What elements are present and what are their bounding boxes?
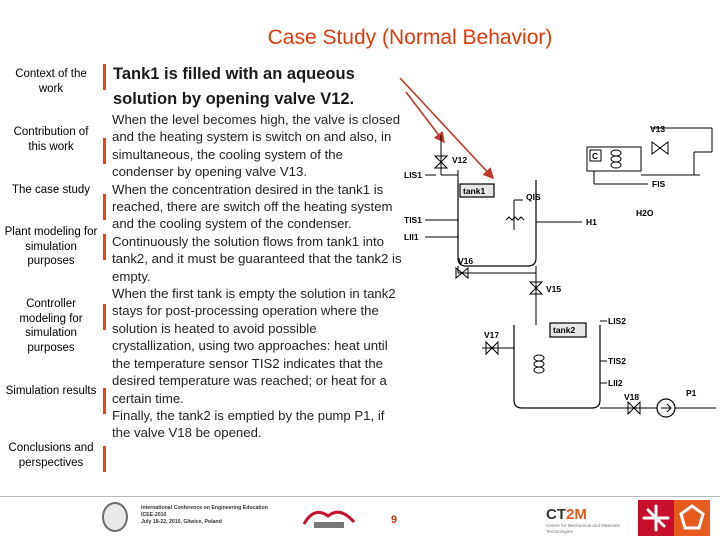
body-paragraph: When the first tank is empty the solutio…: [112, 286, 396, 406]
tank1-label-box: [459, 183, 495, 198]
section-navigation: Context of the work Contribution of this…: [0, 0, 100, 540]
section-divider: [103, 58, 106, 498]
pointer-arrow-left: [405, 91, 445, 144]
label-tis1: TIS1: [404, 215, 422, 225]
label-lis2: LIS2: [608, 316, 626, 326]
label-lii2: LII2: [608, 378, 623, 388]
divider-marker: [103, 64, 106, 90]
label-v16: V16: [458, 256, 473, 266]
nav-item-case-study[interactable]: The case study: [12, 184, 90, 196]
nav-item-contribution[interactable]: Contribution of this work: [13, 126, 89, 153]
label-lis1: LIS1: [404, 170, 422, 180]
nav-item-controller-modeling[interactable]: Controller modeling for simulation purpo…: [19, 298, 83, 354]
body-paragraph: When the level becomes high, the valve i…: [112, 112, 401, 180]
university-logo-icon: [638, 500, 710, 536]
valve-v16-icon: [455, 266, 469, 280]
pointer-arrow-right: [399, 77, 495, 180]
nav-item-conclusions[interactable]: Conclusions and perspectives: [8, 442, 94, 469]
slide-title: Case Study (Normal Behavior): [267, 26, 553, 49]
label-v15: V15: [546, 284, 561, 294]
divider-marker: [103, 304, 106, 330]
valve-v17-icon: [485, 340, 499, 356]
label-v12: V12: [452, 155, 467, 165]
valve-v18-icon: [627, 400, 641, 416]
conference-info: International Conference on Engineering …: [141, 505, 291, 526]
conference-dates: July 18-22, 2010, Gliwice, Poland: [141, 519, 222, 525]
divider-marker: [103, 388, 106, 414]
label-v17: V17: [484, 330, 499, 340]
ct2m-mark-a: CT: [546, 506, 566, 523]
body-paragraph: When the concentration desired in the ta…: [112, 181, 393, 232]
coil-icon: [533, 354, 545, 374]
condenser-c-box: [589, 149, 602, 162]
label-p1: P1: [686, 388, 697, 398]
process-diagram: V13 C V12 LIS1 FIS tank1 QIS: [396, 70, 720, 430]
footer-rule: [0, 496, 720, 497]
valve-v13-icon: [651, 141, 669, 155]
conference-code: ICEE-2010: [141, 512, 167, 518]
heater-icon: [505, 216, 525, 221]
valve-v12-icon: [433, 155, 449, 169]
body-paragraph: Finally, the tank2 is emptied by the pum…: [112, 407, 385, 441]
label-v18: V18: [624, 392, 639, 402]
label-tank1: tank1: [463, 186, 485, 196]
process-diagram-svg: V13 C V12 LIS1 FIS tank1 QIS: [399, 77, 716, 418]
coil-icon: [610, 149, 622, 169]
slide-body: When the level becomes high, the valve i…: [112, 111, 402, 442]
condenser-box: [586, 146, 642, 172]
conference-name: International Conference on Engineering …: [141, 505, 268, 511]
ct2m-subtitle: Centre for Mechanical and Materials Tech…: [546, 523, 620, 534]
label-tis2: TIS2: [608, 356, 626, 366]
label-qis: QIS: [526, 192, 541, 202]
ct2m-logo: CT2M Centre for Mechanical and Materials…: [546, 506, 626, 534]
divider-marker: [103, 138, 106, 164]
valve-v15-icon: [528, 281, 544, 295]
nav-item-plant-modeling[interactable]: Plant modeling for simulation purposes: [4, 226, 98, 267]
divider-marker: [103, 234, 106, 260]
conference-seal-icon: [102, 502, 128, 532]
partner-logo-icon: [302, 510, 356, 528]
nav-item-context[interactable]: Context of the work: [15, 68, 87, 95]
tank2-label-box: [549, 322, 587, 338]
label-tank2: tank2: [553, 325, 575, 335]
slide-heading: Tank1 is filled with an aqueous solution…: [113, 65, 355, 108]
page-number: 9: [390, 514, 398, 526]
label-h1: H1: [586, 217, 597, 227]
label-h2o: H2O: [636, 208, 654, 218]
divider-marker: [103, 446, 106, 472]
pump-arrow: [661, 403, 672, 413]
body-paragraph: Continuously the solution flows from tan…: [112, 233, 402, 284]
label-fis: FIS: [652, 179, 666, 189]
ct2m-mark-b: 2M: [566, 506, 587, 523]
nav-item-simulation-results[interactable]: Simulation results: [5, 385, 97, 397]
ct2m-mark: CT2M: [546, 506, 587, 523]
label-v13: V13: [650, 124, 665, 134]
tank2-vessel: [513, 325, 601, 409]
slide-footer: International Conference on Engineering …: [0, 496, 720, 540]
tank1-vessel: [457, 180, 537, 267]
label-condenser: C: [592, 151, 598, 161]
divider-marker: [103, 194, 106, 220]
label-lii1: LII1: [404, 232, 419, 242]
